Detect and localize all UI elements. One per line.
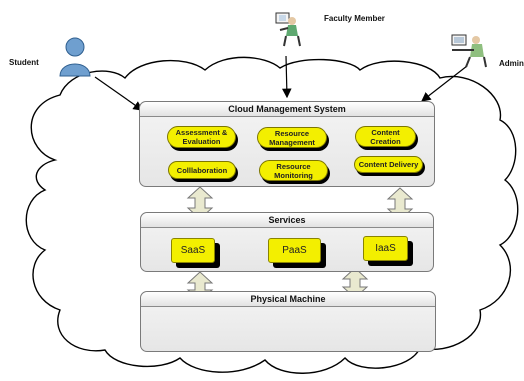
iaas-box[interactable]: IaaS [363, 236, 408, 261]
module-collaboration[interactable]: Colllaboration [168, 161, 236, 179]
student-label: Student [9, 58, 39, 67]
paas-box[interactable]: PaaS [268, 238, 321, 263]
admin-connector [421, 65, 468, 102]
module-assessment[interactable]: Assessment & Evaluation [167, 126, 236, 148]
faculty-label: Faculty Member [324, 14, 385, 23]
admin-label: Admin [499, 59, 524, 68]
saas-box[interactable]: SaaS [171, 238, 215, 263]
module-content-delivery[interactable]: Content Delivery [354, 156, 423, 173]
module-resource-management[interactable]: Resource Management [257, 127, 327, 148]
iaas-label: IaaS [375, 243, 396, 254]
saas-label: SaaS [180, 245, 206, 256]
module-assessment-label: Assessment & Evaluation [175, 128, 228, 146]
student-icon [59, 37, 91, 77]
student-connector [94, 76, 143, 111]
module-content-creation-label: Content Creation [370, 127, 401, 146]
faculty-connector [281, 55, 292, 99]
paas-label: PaaS [282, 245, 307, 256]
physical-machine-title: Physical Machine [141, 292, 435, 307]
module-content-creation[interactable]: Content Creation [355, 126, 416, 147]
faculty-member-icon [275, 12, 301, 47]
services-panel: Services SaaS PaaS IaaS [140, 212, 434, 272]
admin-icon [451, 34, 487, 68]
services-title: Services [141, 213, 433, 228]
module-resource-monitoring-label: Resource Monitoring [274, 161, 313, 180]
cms-title: Cloud Management System [140, 102, 434, 117]
module-resource-monitoring[interactable]: Resource Monitoring [259, 160, 328, 181]
module-content-delivery-label: Content Delivery [358, 160, 419, 169]
module-collaboration-label: Colllaboration [176, 165, 228, 175]
module-resource-management-label: Resource Management [269, 128, 315, 147]
cms-panel: Cloud Management System Assessment & Eva… [139, 101, 435, 187]
physical-machine-panel: Physical Machine [140, 291, 436, 352]
